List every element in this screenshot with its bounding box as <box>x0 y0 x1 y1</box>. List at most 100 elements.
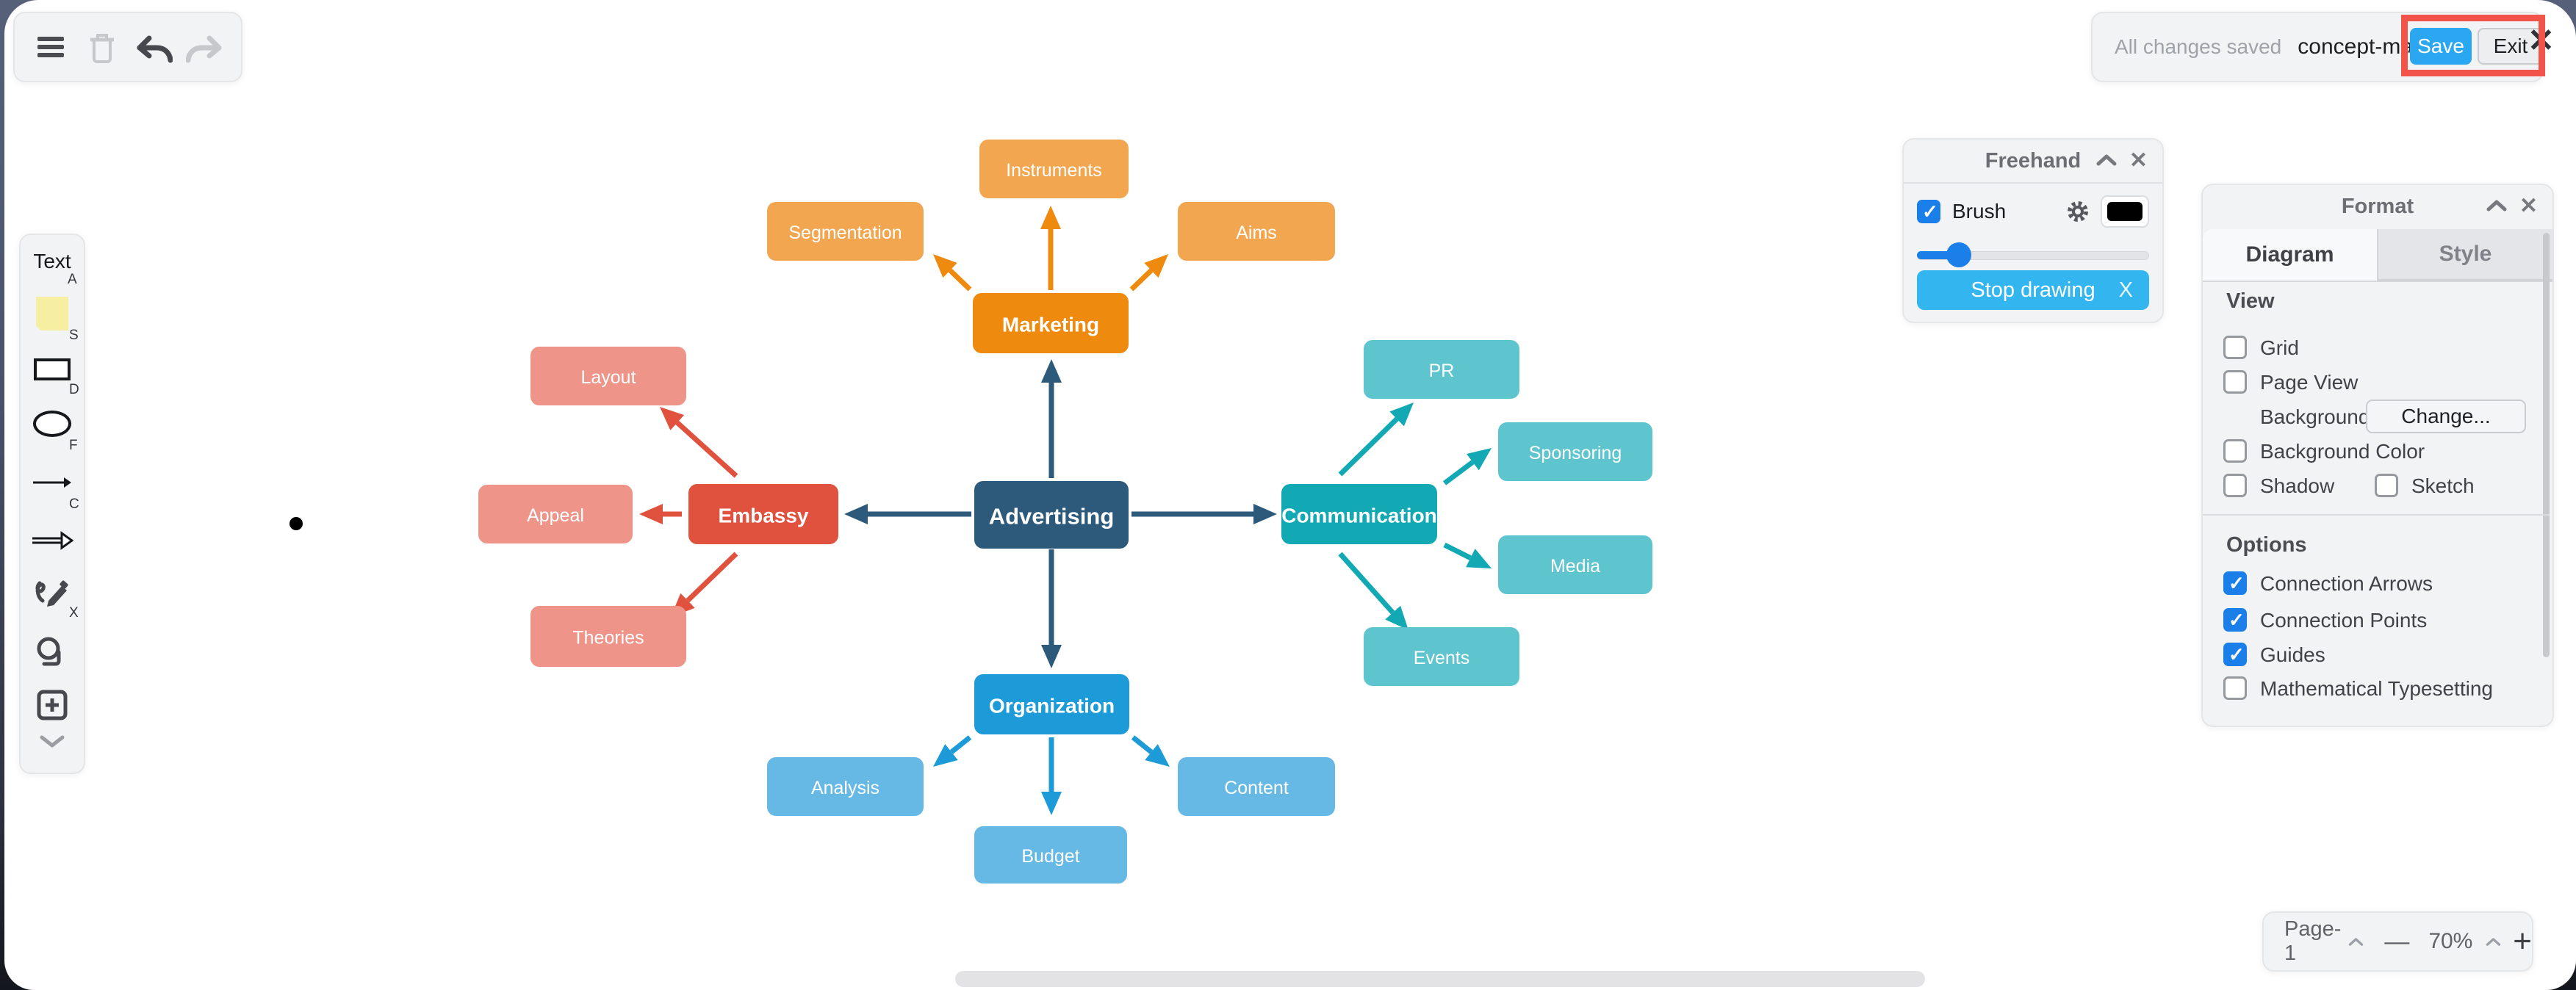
svg-text:Marketing: Marketing <box>1002 314 1099 336</box>
shortcut-text: A <box>68 272 77 287</box>
brush-size-slider[interactable] <box>1917 242 2149 267</box>
edge-organization-content[interactable] <box>1131 735 1170 767</box>
guides-label: Guides <box>2260 643 2325 666</box>
note-tool[interactable] <box>21 295 84 332</box>
diagram-node-content[interactable]: Content <box>1178 757 1335 816</box>
redo-icon[interactable] <box>186 28 224 66</box>
stop-drawing-button[interactable]: Stop drawing X <box>1917 270 2149 310</box>
zoom-in-button[interactable]: + <box>2513 923 2532 959</box>
close-icon[interactable]: ✕ <box>2519 194 2538 218</box>
diagram-node-appeal[interactable]: Appeal <box>478 485 633 543</box>
tab-style[interactable]: Style <box>2378 229 2552 281</box>
svg-text:Theories: Theories <box>572 628 644 648</box>
connection-points-checkbox[interactable] <box>2223 608 2247 632</box>
background-color-checkbox[interactable] <box>2223 439 2247 463</box>
diagram-node-pr[interactable]: PR <box>1364 340 1519 399</box>
diagram-node-events[interactable]: Events <box>1364 627 1519 686</box>
grid-checkbox[interactable] <box>2223 336 2247 359</box>
diagram-node-advertising[interactable]: Advertising <box>974 481 1129 549</box>
connection-points-label: Connection Points <box>2260 609 2428 632</box>
slider-thumb[interactable] <box>1946 242 1971 267</box>
text-tool[interactable]: Text <box>33 250 71 272</box>
diagram-node-budget[interactable]: Budget <box>974 826 1127 884</box>
format-tabs: Diagram Style <box>2203 229 2552 282</box>
diagram-node-marketing[interactable]: Marketing <box>973 293 1129 353</box>
edge-organization-budget[interactable] <box>1041 737 1062 815</box>
connection-arrows-checkbox[interactable] <box>2223 571 2247 595</box>
edge-marketing-aims[interactable] <box>1129 254 1168 292</box>
horizontal-scrollbar[interactable] <box>955 971 1925 987</box>
diagram-node-aims[interactable]: Aims <box>1178 202 1335 261</box>
format-scrollbar[interactable] <box>2543 233 2550 657</box>
edge-communication-media[interactable] <box>1443 542 1492 568</box>
main-toolbar <box>13 12 242 82</box>
svg-text:Organization: Organization <box>989 695 1115 718</box>
diagram-node-analysis[interactable]: Analysis <box>767 757 924 816</box>
page-chevron-icon[interactable] <box>2348 936 2364 947</box>
diagram-node-media[interactable]: Media <box>1498 535 1652 594</box>
math-typesetting-checkbox[interactable] <box>2223 676 2247 700</box>
sketch-checkbox[interactable] <box>2375 474 2398 497</box>
edge-embassy-appeal[interactable] <box>639 504 682 524</box>
edge-advertising-organization[interactable] <box>1041 549 1062 668</box>
freehand-tool[interactable] <box>21 574 84 607</box>
diagram-node-sponsoring[interactable]: Sponsoring <box>1498 422 1652 481</box>
thick-arrow-tool[interactable] <box>21 529 84 552</box>
shadow-checkbox[interactable] <box>2223 474 2247 497</box>
page-view-checkbox[interactable] <box>2223 370 2247 394</box>
edge-advertising-marketing[interactable] <box>1041 359 1062 478</box>
edge-marketing-instruments[interactable] <box>1040 206 1061 290</box>
ellipse-tool[interactable] <box>21 408 84 439</box>
save-button[interactable]: Save <box>2410 28 2472 65</box>
zoom-chevron-icon[interactable] <box>2486 936 2501 947</box>
edge-embassy-layout[interactable] <box>660 407 738 478</box>
edge-communication-sponsoring[interactable] <box>1442 448 1492 485</box>
brush-label: Brush <box>1952 200 2007 223</box>
brush-color-swatch[interactable] <box>2101 195 2149 228</box>
diagram-node-theories[interactable]: Theories <box>530 606 686 667</box>
line-tool[interactable] <box>21 471 84 494</box>
save-status: All changes saved <box>2115 35 2282 58</box>
svg-text:Embassy: Embassy <box>719 505 809 527</box>
edge-communication-pr[interactable] <box>1338 402 1414 477</box>
edge-communication-events[interactable] <box>1338 552 1408 630</box>
insert-tool[interactable] <box>21 689 84 721</box>
diagram-node-segmentation[interactable]: Segmentation <box>767 202 924 261</box>
diagram-node-organization[interactable]: Organization <box>974 674 1129 734</box>
menu-icon[interactable] <box>32 28 70 66</box>
math-typesetting-label: Mathematical Typesetting <box>2260 677 2493 700</box>
diagram-node-instruments[interactable]: Instruments <box>979 140 1129 198</box>
zoom-level[interactable]: 70% <box>2428 929 2473 953</box>
gear-icon[interactable] <box>2065 199 2090 224</box>
collapse-icon[interactable] <box>2096 154 2117 170</box>
format-title: Format <box>2341 194 2414 218</box>
diagram-node-layout[interactable]: Layout <box>530 347 686 405</box>
page-view-label: Page View <box>2260 371 2359 394</box>
more-tools-chevron[interactable] <box>21 731 84 752</box>
change-background-button[interactable]: Change... <box>2366 400 2526 433</box>
sketch-label: Sketch <box>2411 474 2475 497</box>
shapes-tool[interactable] <box>21 636 84 671</box>
edge-advertising-communication[interactable] <box>1132 504 1277 524</box>
collapse-icon[interactable] <box>2486 200 2507 215</box>
brush-checkbox[interactable] <box>1917 200 1940 223</box>
zoom-out-button[interactable]: — <box>2384 927 2410 955</box>
edge-advertising-embassy[interactable] <box>844 504 971 524</box>
thick-arrow-icon <box>32 531 73 550</box>
edge-marketing-segmentation[interactable] <box>933 254 972 292</box>
close-icon[interactable]: ✕ <box>2129 148 2148 173</box>
undo-icon[interactable] <box>134 28 173 66</box>
diagram-node-communication[interactable]: Communication <box>1281 484 1437 544</box>
rectangle-tool[interactable] <box>21 355 84 383</box>
svg-text:Sponsoring: Sponsoring <box>1529 443 1622 463</box>
trash-icon[interactable] <box>83 28 121 66</box>
page-selector[interactable]: Page-1 <box>2284 917 2342 965</box>
edge-organization-analysis[interactable] <box>933 735 972 767</box>
tab-diagram[interactable]: Diagram <box>2203 229 2378 281</box>
diagram-node-embassy[interactable]: Embassy <box>688 484 838 544</box>
svg-text:Budget: Budget <box>1021 846 1079 867</box>
svg-text:Layout: Layout <box>580 367 636 388</box>
exit-button[interactable]: Exit <box>2478 28 2544 65</box>
guides-checkbox[interactable] <box>2223 643 2247 666</box>
